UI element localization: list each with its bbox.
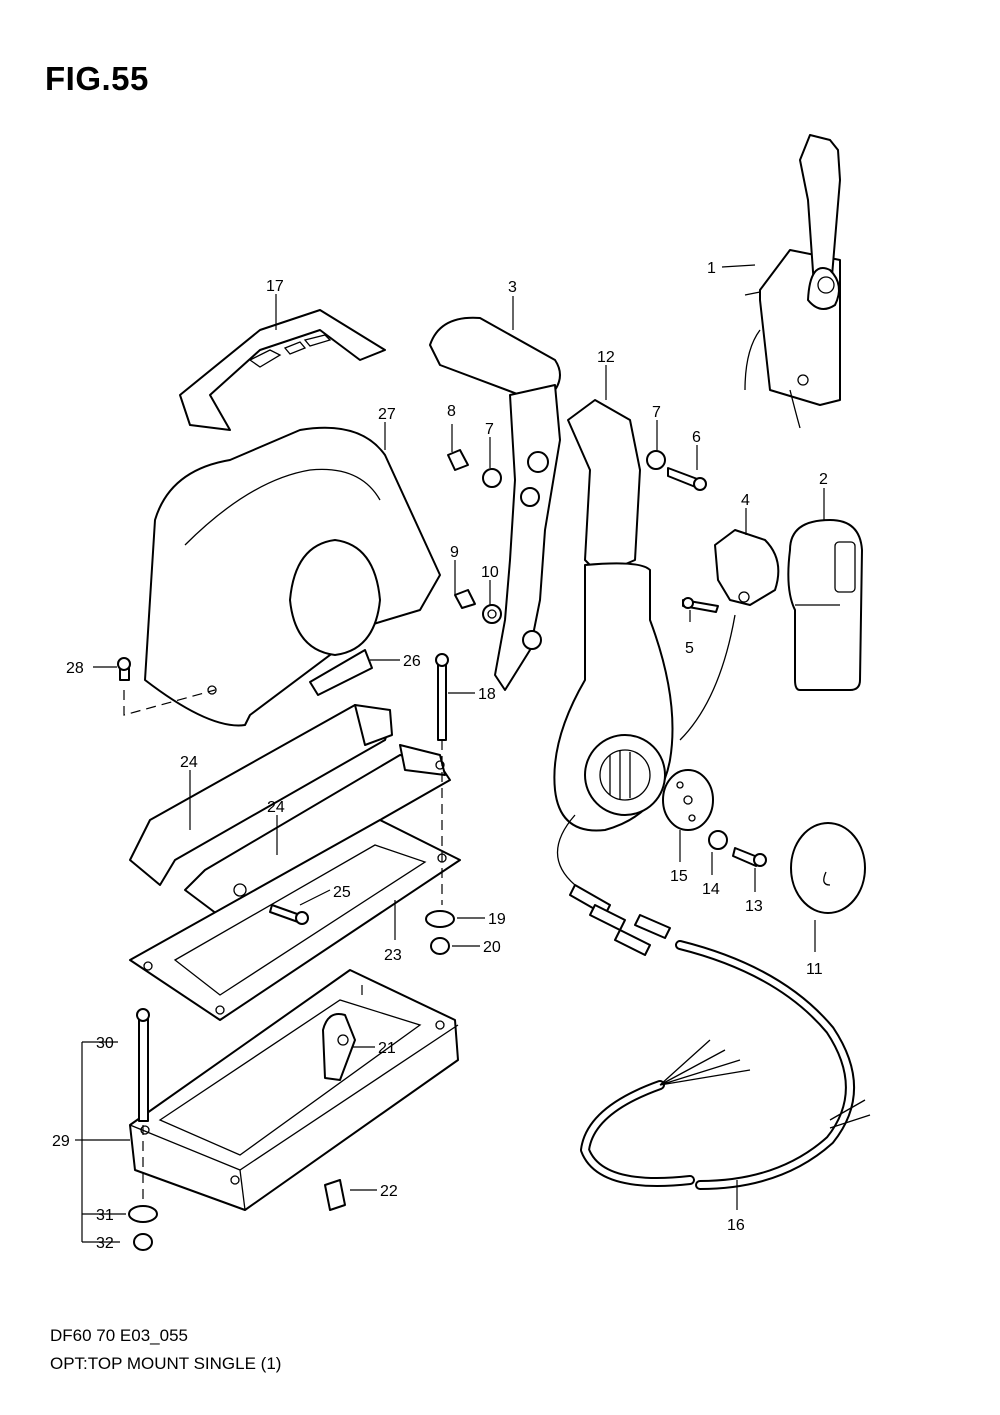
- remote-control-assembly: [744, 134, 841, 429]
- callout-6: 6: [692, 429, 701, 446]
- callout-26: 26: [403, 653, 421, 670]
- callout-5: 5: [685, 640, 694, 657]
- cable-clamp: [322, 1013, 356, 1211]
- callout-17: 17: [266, 278, 284, 295]
- callout-11: 11: [806, 961, 823, 978]
- callout-28: 28: [66, 660, 84, 677]
- callout-14: 14: [702, 881, 720, 898]
- callout-3: 3: [508, 279, 517, 296]
- bolts-and-nuts: [117, 653, 455, 1251]
- control-lever: [429, 316, 561, 691]
- callout-labels: 1 2 3 4 5 6 7 7 8 9 10 11 12 13 14 15 16…: [52, 260, 828, 1252]
- wire-harness: [556, 814, 871, 1190]
- grip-handle: [787, 519, 863, 691]
- callout-7-left: 7: [485, 421, 494, 438]
- fasteners-upper: [447, 449, 707, 624]
- callout-27: 27: [378, 406, 396, 423]
- fasteners-lower-right: [662, 769, 866, 914]
- callout-7-right: 7: [652, 404, 661, 421]
- callout-20: 20: [483, 939, 501, 956]
- callout-22: 22: [380, 1183, 398, 1200]
- callout-9: 9: [450, 544, 459, 561]
- figure-code: DF60 70 E03_055: [50, 1326, 188, 1345]
- figure-title: FIG.55: [45, 60, 149, 97]
- callout-25: 25: [333, 884, 351, 901]
- callout-19: 19: [488, 911, 506, 928]
- callout-15: 15: [670, 868, 688, 885]
- shift-arm: [553, 399, 674, 832]
- callout-12: 12: [597, 349, 615, 366]
- top-cover-plate: [179, 309, 386, 431]
- leader-lines: [75, 264, 825, 1243]
- callout-4: 4: [741, 492, 750, 509]
- callout-31: 31: [96, 1207, 114, 1224]
- callout-23: 23: [384, 947, 402, 964]
- callout-8: 8: [447, 403, 456, 420]
- callout-29: 29: [52, 1133, 70, 1150]
- alignment-lines: [123, 689, 443, 1200]
- callout-32: 32: [96, 1235, 114, 1252]
- callout-10: 10: [481, 564, 499, 581]
- callout-24-upper: 24: [180, 754, 198, 771]
- callout-18: 18: [478, 686, 496, 703]
- callout-24-lower: 24: [267, 799, 285, 816]
- base-plate: [129, 969, 459, 1211]
- cover-bracket: [309, 649, 373, 696]
- neutral-switch: [679, 529, 780, 741]
- callout-21: 21: [378, 1040, 396, 1057]
- callout-1: 1: [707, 260, 716, 277]
- callout-13: 13: [745, 898, 763, 915]
- figure-description: OPT:TOP MOUNT SINGLE (1): [50, 1354, 282, 1373]
- callout-16: 16: [727, 1217, 745, 1234]
- callout-30: 30: [96, 1035, 114, 1052]
- mounting-brackets: [129, 704, 451, 921]
- housing-cover: [144, 426, 441, 727]
- callout-2: 2: [819, 471, 828, 488]
